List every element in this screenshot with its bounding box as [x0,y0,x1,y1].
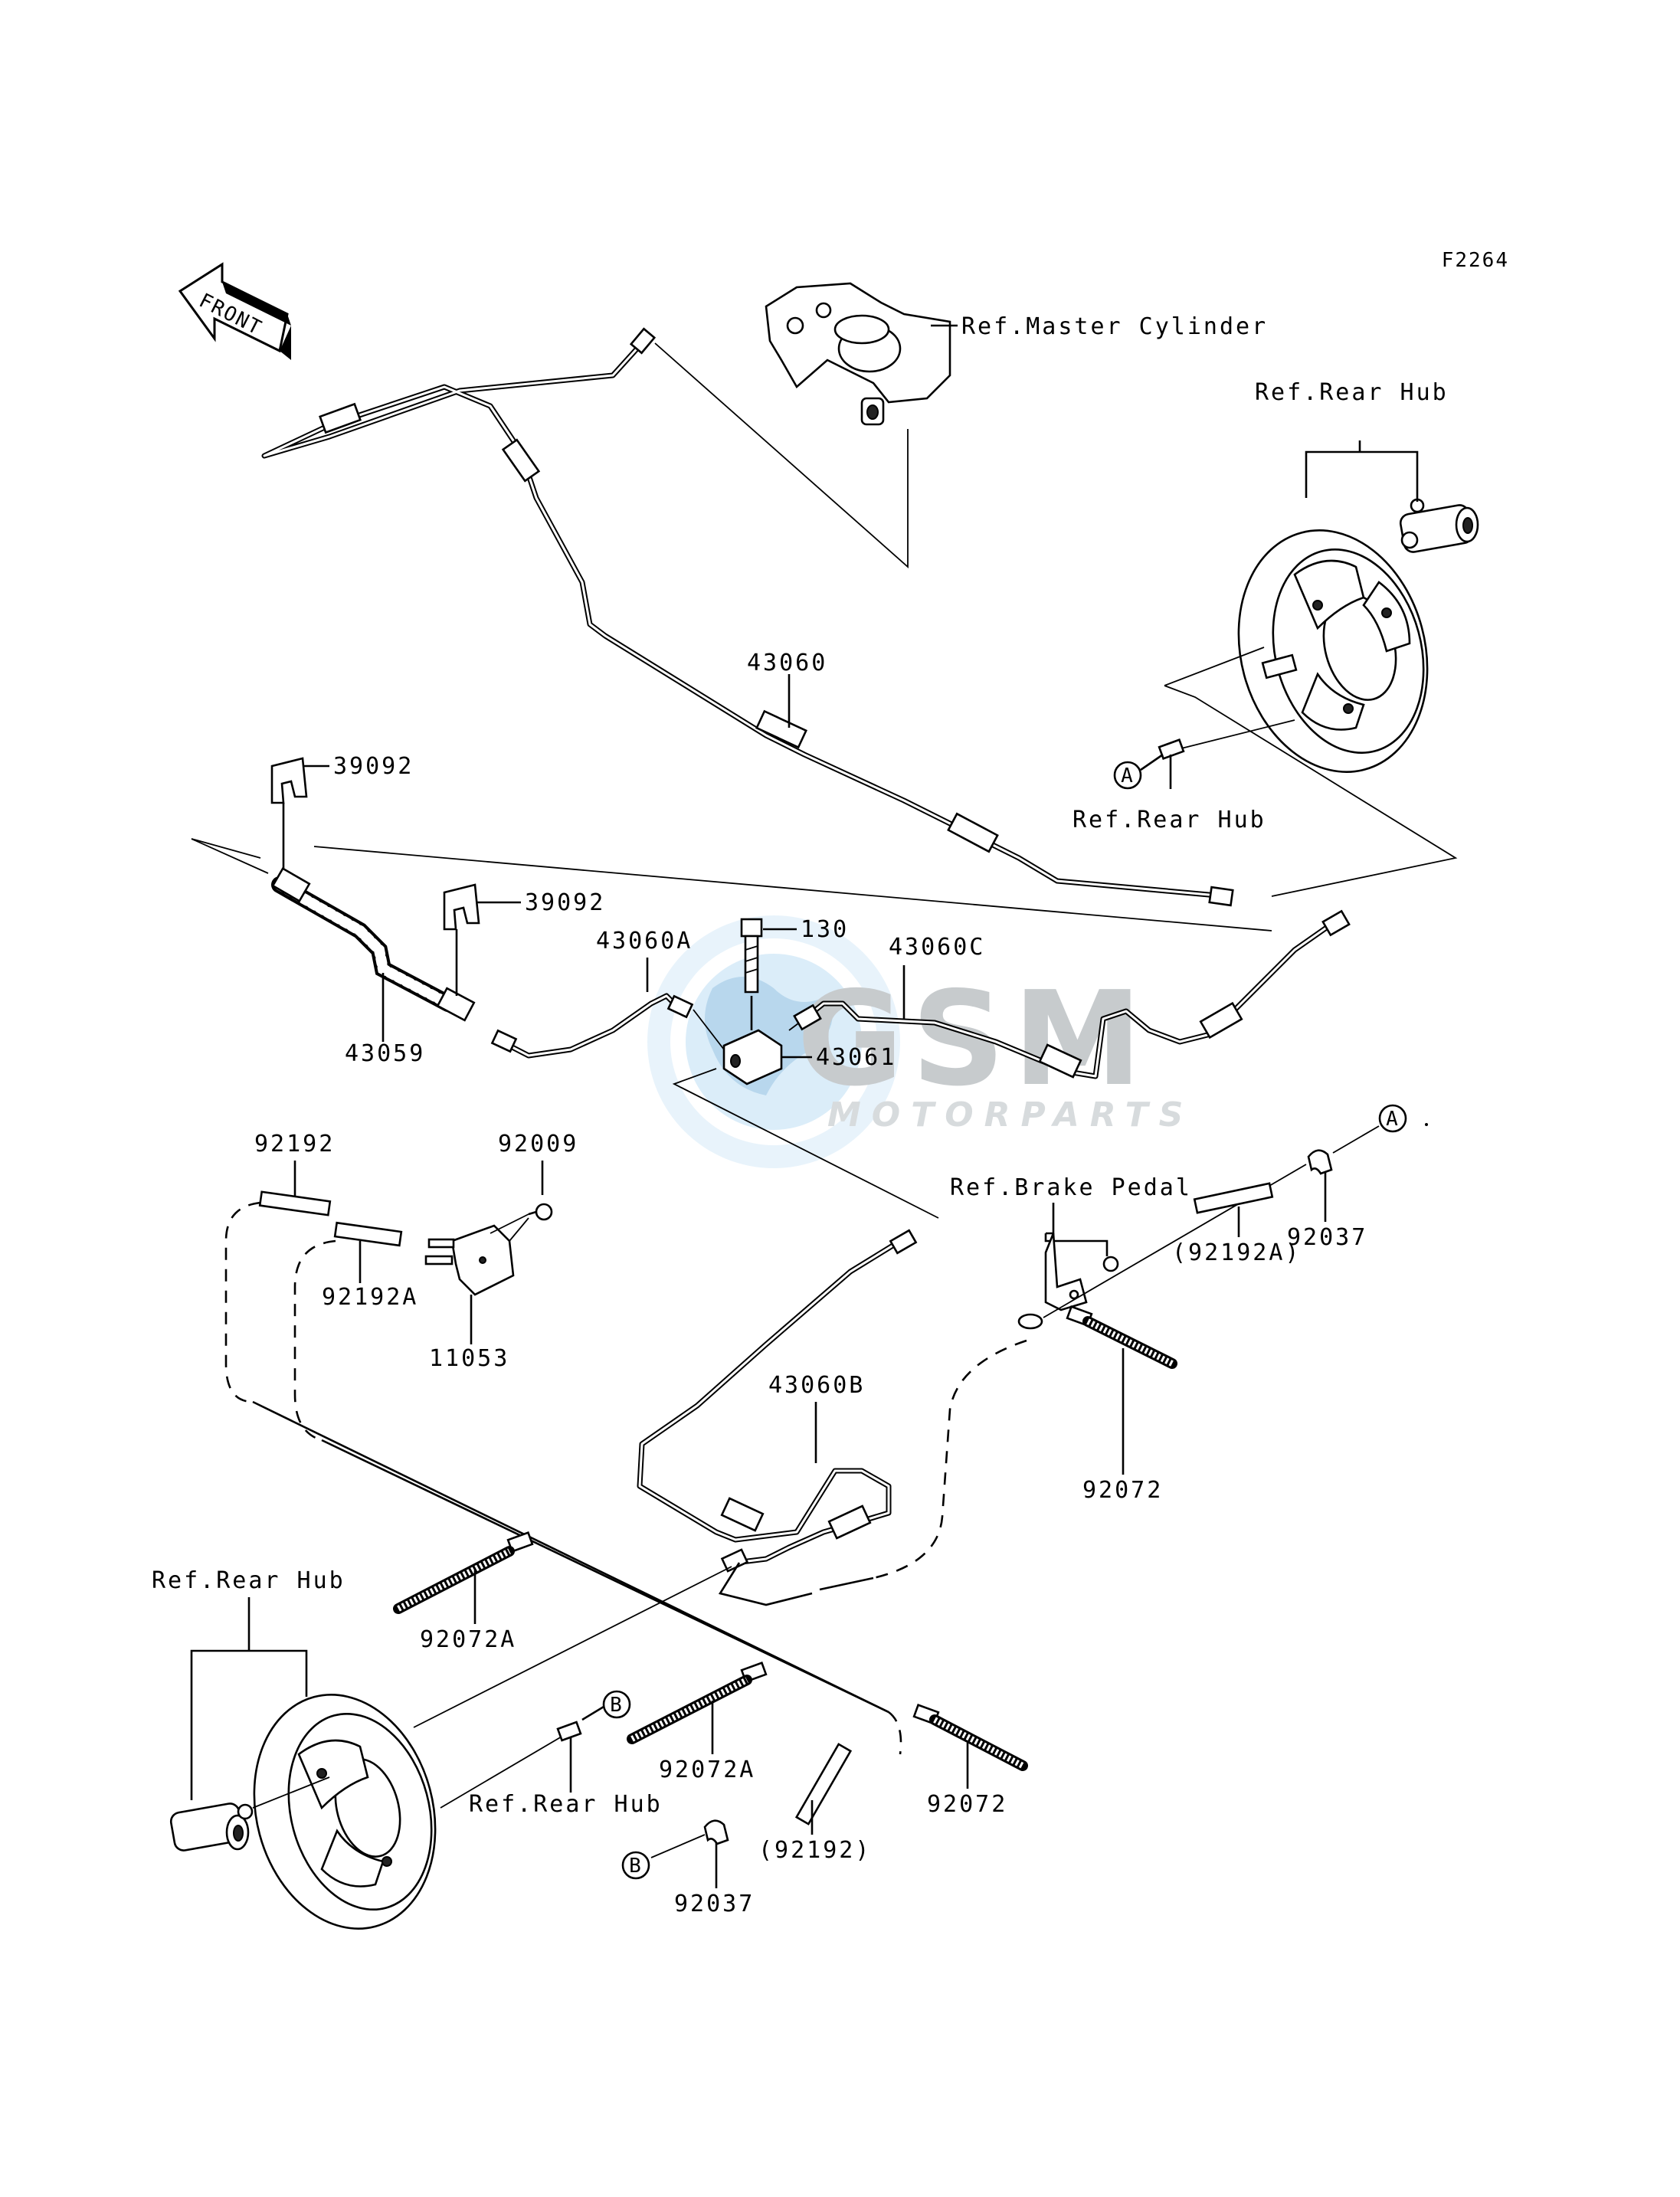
callout-92009: 92009 [498,1131,578,1157]
cable-tie-92072a-upper [393,1531,534,1614]
callout-92037-lower: 92037 [674,1891,755,1917]
clamp-92037-lower [703,1819,729,1845]
marker-b-bottom-label: B [629,1855,643,1878]
ref-rear-hub-top-label: Ref.Rear Hub [1255,379,1449,406]
callout-43060c: 43060C [889,934,985,961]
ref-brake-pedal-label: Ref.Brake Pedal [950,1174,1192,1201]
hose-92192a-ref [1193,1182,1274,1214]
clamp-92037-right [1307,1149,1333,1175]
cable-tie-92072-lower [912,1704,1028,1771]
hose-92192 [258,1190,332,1216]
ref-master-cylinder-label: Ref.Master Cylinder [961,313,1268,340]
ref-rear-hub-left-label: Ref.Rear Hub [152,1567,345,1594]
bolt-130 [740,918,763,994]
callout-43060b: 43060B [768,1372,865,1399]
marker-b-top [602,1690,631,1719]
callout-43059: 43059 [345,1040,425,1067]
rear-hub-bottom-left [253,1694,437,1930]
callout-43060: 43060 [747,650,827,676]
clip-39092-upper [270,757,308,869]
screw-92009 [528,1203,553,1221]
cable-tie-92072-right [1066,1305,1177,1369]
clip-39092-lower [443,883,480,996]
cable-tie-92072a-lower [627,1662,768,1744]
callout-92192a-ref: (92192A) [1172,1239,1302,1266]
brake-pedal-bracket [1017,1233,1119,1330]
callout-92072-right: 92072 [1082,1477,1163,1504]
marker-a-top [1113,761,1142,790]
wheel-cylinder-bottom-left [169,1802,254,1852]
brake-pipe-43060 [261,327,1234,907]
callout-92192: 92192 [254,1131,335,1157]
ref-rear-hub-mid-label: Ref.Rear Hub [1073,807,1266,833]
master-cylinder [765,282,951,426]
callout-92192a: 92192A [322,1284,418,1311]
marker-a-top-label: A [1121,765,1135,787]
ref-rear-hub-bottom-label: Ref.Rear Hub [469,1791,663,1818]
marker-b-bottom [621,1851,650,1880]
rear-hub-top-right [1237,529,1429,773]
watermark-brand: GSM [797,964,1150,1115]
marker-a-right-label: A [1386,1108,1400,1131]
callout-43060a: 43060A [596,928,693,954]
switch-11053 [424,1224,515,1296]
joint-43061 [722,1029,783,1085]
callout-92072a-lower: 92072A [659,1757,755,1783]
bleed-fitting-a [1158,738,1185,789]
callout-92037-right: 92037 [1287,1224,1367,1251]
front-arrow-icon: FRONT [178,262,291,360]
watermark-sub: MOTORPARTS [827,1095,1194,1135]
callout-11053: 11053 [429,1345,509,1372]
callout-92192-ref: (92192) [758,1837,871,1864]
figure-code: F2264 [1442,249,1509,272]
brake-pipe-43060c [793,909,1351,1079]
callout-130: 130 [801,916,849,943]
bleed-fitting-b [556,1721,582,1793]
brake-hose-43059 [271,866,476,1022]
callout-92072-lower: 92072 [927,1791,1007,1818]
brake-pipe-43060b [637,1229,918,1573]
brake-pipe-43060a [490,993,694,1059]
callout-39092-lower: 39092 [525,889,605,916]
marker-b-top-label: B [610,1694,624,1717]
callout-43061: 43061 [816,1044,896,1071]
callout-39092-upper: 39092 [333,753,414,780]
marker-a-right [1378,1104,1407,1133]
hose-92192a [333,1221,403,1247]
wheel-cylinder-top-right [1399,498,1479,553]
hose-92192-ref [794,1743,853,1825]
callout-92072a-upper: 92072A [420,1626,516,1653]
